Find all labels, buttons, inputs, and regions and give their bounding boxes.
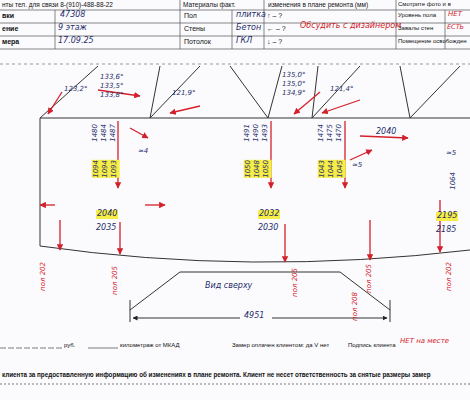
form-text: Смотрите фото и в: [398, 1, 451, 8]
vertical-dimension: 1093: [110, 160, 120, 178]
form-text: ↓ – ?: [267, 38, 282, 46]
vertical-dimension: 1491: [244, 124, 252, 142]
form-text: мера: [2, 38, 19, 46]
handwritten-note: 4951: [244, 312, 264, 321]
room-outline: [0, 64, 470, 262]
handwritten-note: ≈5: [352, 162, 362, 170]
handwritten-note: ≈5: [446, 150, 456, 158]
handwritten-note: 9 этаж: [58, 24, 87, 33]
handwritten-note: Бетон: [236, 24, 261, 33]
vertical-dimension: 1470: [336, 124, 344, 142]
handwritten-note: 2040: [376, 128, 396, 137]
form-text: Помещение освобожден: [398, 38, 467, 45]
form-text: Стены: [184, 25, 205, 33]
handwritten-note: 2195: [436, 212, 458, 221]
handwritten-note: 2032: [258, 210, 280, 219]
handwritten-note: ГКЛ: [236, 37, 252, 46]
handwritten-note: 135,0°: [282, 72, 306, 80]
form-lines: [0, 348, 470, 384]
vertical-dimension: 1474: [318, 124, 326, 142]
vertical-dimension: 1064: [450, 172, 458, 190]
handwritten-note: 121,9°: [172, 90, 196, 98]
form-text: Материалы факт.: [183, 1, 236, 8]
handwritten-note: 2030: [258, 224, 278, 233]
form-text: километраж от МКАД: [120, 342, 180, 349]
vertical-dimension: пол 205: [112, 266, 120, 295]
form-text: руб.: [64, 342, 75, 349]
handwritten-note: НЕТ: [448, 11, 462, 19]
handwritten-note: 133,6°: [100, 74, 124, 82]
handwritten-note: 17.09.25: [58, 37, 94, 46]
form-text: Замер оплачен клиентом: да V нет: [232, 342, 329, 349]
handwritten-note: плитка: [236, 11, 266, 20]
handwritten-note: 2185: [436, 226, 456, 235]
vertical-dimension: пол 205: [366, 264, 374, 293]
handwritten-note: 134,9°: [282, 90, 306, 98]
vertical-dimension: 1475: [327, 124, 335, 142]
form-text: вки: [2, 12, 14, 20]
header-table: [0, 0, 470, 49]
handwritten-note: Обсудить с дизайнером: [300, 22, 401, 31]
top-view-figure: [130, 272, 390, 322]
handwritten-note: 2040: [96, 210, 118, 219]
vertical-dimension: 1480: [92, 124, 100, 142]
form-text: Подпись клиента: [348, 342, 396, 349]
handwritten-note: 123,2°: [64, 86, 88, 94]
vertical-dimension: пол 208: [352, 292, 360, 321]
handwritten-note: 135,0°: [282, 81, 306, 89]
vertical-dimension: 1045: [336, 160, 346, 178]
form-text: Пол: [184, 12, 197, 20]
vertical-dimension: 1493: [262, 124, 270, 142]
handwritten-note: ≈4: [138, 148, 148, 156]
vertical-dimension: 1487: [110, 124, 118, 142]
form-text: Потолок: [184, 38, 211, 46]
vertical-dimension: пол 202: [446, 262, 454, 291]
form-text: Завалы стен: [398, 25, 433, 32]
form-text: ↑ – ?: [267, 12, 282, 20]
vertical-dimension: 1490: [253, 124, 261, 142]
handwritten-note: НЕТ на месте: [400, 338, 449, 346]
red-arrows: [40, 90, 440, 262]
vertical-dimension: 1050: [262, 160, 272, 178]
handwritten-note: 2035: [96, 224, 116, 233]
handwritten-note: Вид сверху: [205, 282, 252, 291]
form-text: нты тел. для связи 8-(910)-488-88-22: [2, 1, 113, 8]
form-text: Уровень пола: [398, 12, 436, 19]
vertical-dimension: пол 202: [40, 262, 48, 291]
vertical-dimension: пол 205: [292, 268, 300, 297]
form-text: ение: [2, 25, 18, 33]
vertical-dimension: 1484: [101, 124, 109, 142]
handwritten-note: 121,4°: [330, 86, 354, 94]
handwritten-note: 133,5°: [100, 83, 124, 91]
handwritten-note: 133,8°: [100, 92, 124, 100]
form-text: изменения в плане ремонта (мм): [268, 1, 368, 8]
handwritten-note: ЕСТЬ: [447, 24, 464, 31]
form-text: клиента за предоставленную информацию об…: [2, 372, 431, 379]
form-text: ← – ?: [267, 25, 286, 33]
handwritten-note: 47308: [60, 11, 85, 20]
